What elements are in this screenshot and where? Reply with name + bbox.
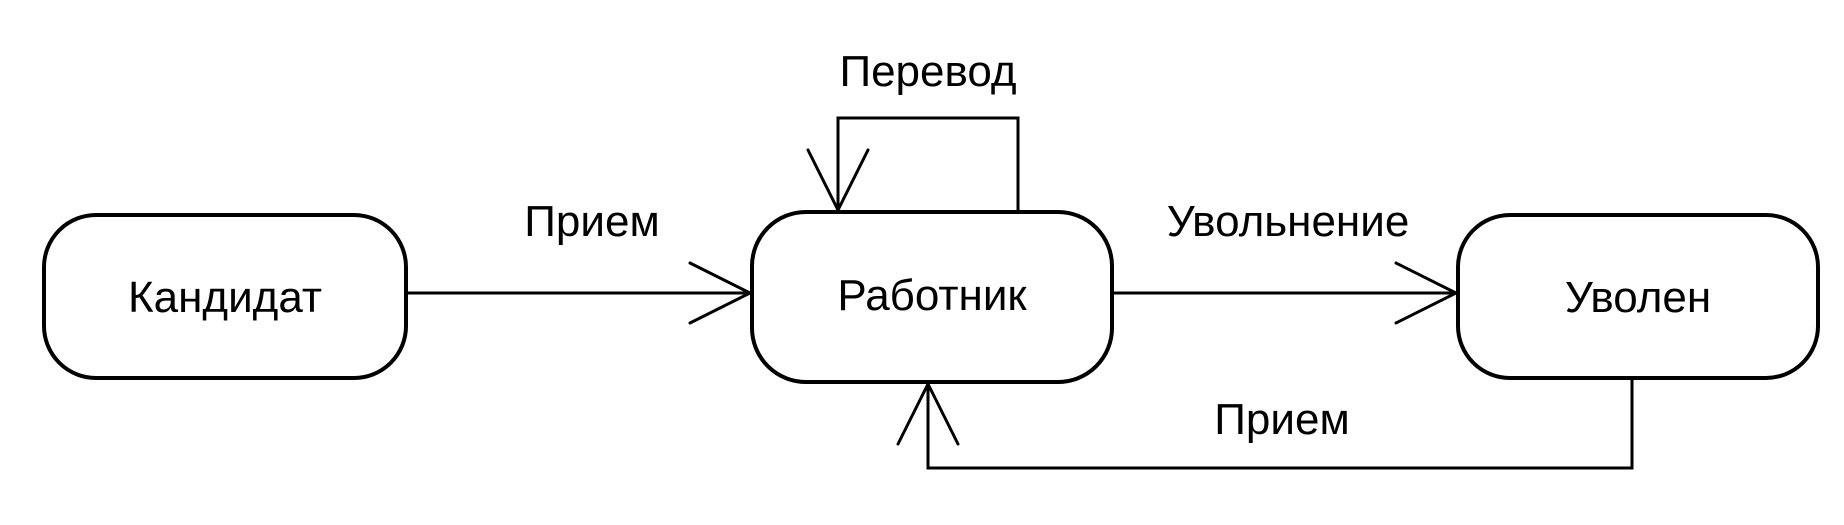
state-candidate-label: Кандидат [128,273,322,322]
transition-rehire-arrowhead [896,380,960,446]
transition-dismissal-arrowhead [1394,261,1460,325]
transition-transfer-label: Перевод [839,47,1016,96]
transition-transfer: Перевод [806,47,1020,214]
transition-transfer-arrowhead [806,148,870,214]
transition-hire-label: Прием [524,197,659,246]
transition-transfer-line [836,116,1020,212]
state-employee: Работник [750,210,1114,384]
state-dismissed: Уволен [1456,213,1820,380]
state-employee-box [750,210,1114,384]
state-employee-label: Работник [837,271,1027,320]
transition-dismissal: Увольнение [1112,197,1460,325]
state-dismissed-label: Уволен [1565,273,1711,322]
transition-rehire-label: Прием [1214,395,1349,444]
state-candidate: Кандидат [42,213,408,380]
transition-hire-arrowhead [688,261,754,325]
transition-rehire-line [926,378,1634,470]
state-dismissed-box [1456,213,1820,380]
transition-rehire: Прием [896,378,1634,470]
transition-dismissal-label: Увольнение [1167,197,1410,246]
transition-hire: Прием [406,197,754,325]
state-candidate-box [42,213,408,380]
